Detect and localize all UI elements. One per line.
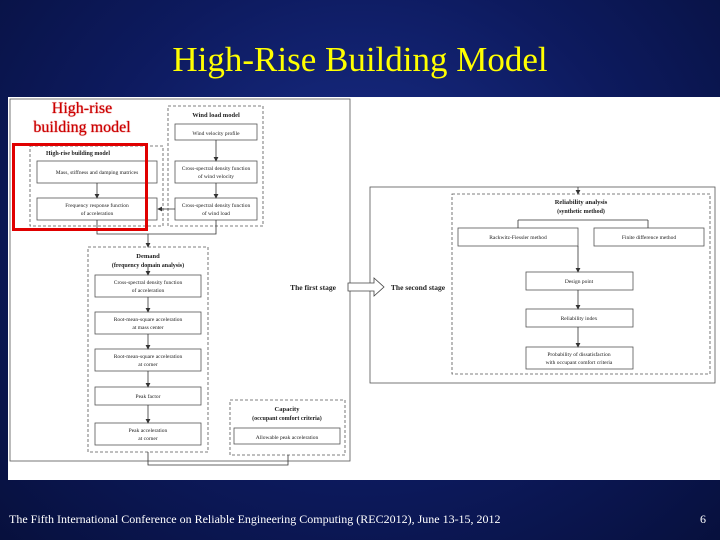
page-number: 6 [700, 512, 706, 526]
demand-subtitle: (frequency domain analysis) [112, 262, 184, 269]
stage-transition-arrow [347, 277, 385, 297]
rms-corner-label: Root-mean-square acceleration [114, 354, 183, 360]
peak-accel-label2: at corner [138, 436, 158, 442]
diagram-panel: Wind load model Wind velocity profile Cr… [8, 97, 720, 480]
reliability-index-label: Reliability index [561, 316, 598, 322]
slide-title: High-Rise Building Model [172, 40, 548, 79]
finite-difference-box [593, 227, 705, 247]
frf-label2: of acceleration [81, 210, 114, 217]
rms-mass-label2: at mass center [132, 325, 163, 331]
wind-velocity-profile-label: Wind velocity profile [192, 130, 240, 137]
probability-label: Probability of dissatisfaction [547, 351, 610, 358]
frf-label: Frequency response function [65, 202, 129, 209]
capacity-subtitle: (occupant comfort criteria) [252, 415, 322, 422]
building-model-group [29, 145, 164, 227]
csd-wind-velocity-label2: of wind velocity [198, 173, 234, 180]
first-stage-border [9, 98, 351, 462]
reliability-title: Reliability analysis [555, 199, 608, 206]
allowable-peak-label: Allowable peak acceleration [256, 435, 319, 441]
rms-mass-label: Root-mean-square acceleration [114, 317, 183, 323]
mass-stiffness-label: Mass, stiffness and damping matrices [56, 169, 139, 176]
highlight-label-line1: High-rise [51, 100, 113, 117]
finite-difference-label: Finite difference method [622, 234, 677, 241]
csd-wind-velocity-label: Cross-spectral density function [182, 165, 251, 172]
demand-title: Demand [136, 253, 160, 260]
first-stage-label: The first stage [290, 283, 336, 292]
allowable-peak-box [233, 427, 341, 445]
csd-wind-load-label2: of wind load [202, 210, 230, 217]
rackwitz-label: Rackwitz-Fiessler method [489, 235, 547, 241]
csd-accel-label: Cross-spectral density function [114, 279, 183, 286]
building-model-title: High-rise building model [46, 151, 110, 157]
peak-accel-label: Peak acceleration [129, 428, 168, 434]
probability-label2: with occupant comfort criteria [546, 359, 613, 366]
peak-factor-label: Peak factor [136, 393, 161, 400]
flowchart: Wind load model Wind velocity profile Cr… [9, 98, 716, 466]
rms-corner-label2: at corner [138, 362, 158, 368]
highlight-box [12, 143, 148, 231]
wind-load-model-group [167, 105, 264, 227]
highlight-label: High-rise building model [12, 99, 152, 137]
second-stage-label: The second stage [391, 283, 446, 292]
reliability-subtitle: (synthetic method) [557, 208, 605, 215]
wind-load-model-title: Wind load model [192, 112, 240, 119]
highlight-label-line2: building model [33, 119, 131, 136]
reliability-group [451, 193, 711, 375]
design-point-label: Design point [565, 279, 594, 285]
csd-accel-label2: of acceleration [132, 287, 165, 294]
capacity-title: Capacity [275, 406, 301, 413]
csd-wind-load-label: Cross-spectral density function [182, 202, 251, 209]
capacity-group [229, 399, 346, 456]
footer-text: The Fifth International Conference on Re… [9, 512, 501, 526]
